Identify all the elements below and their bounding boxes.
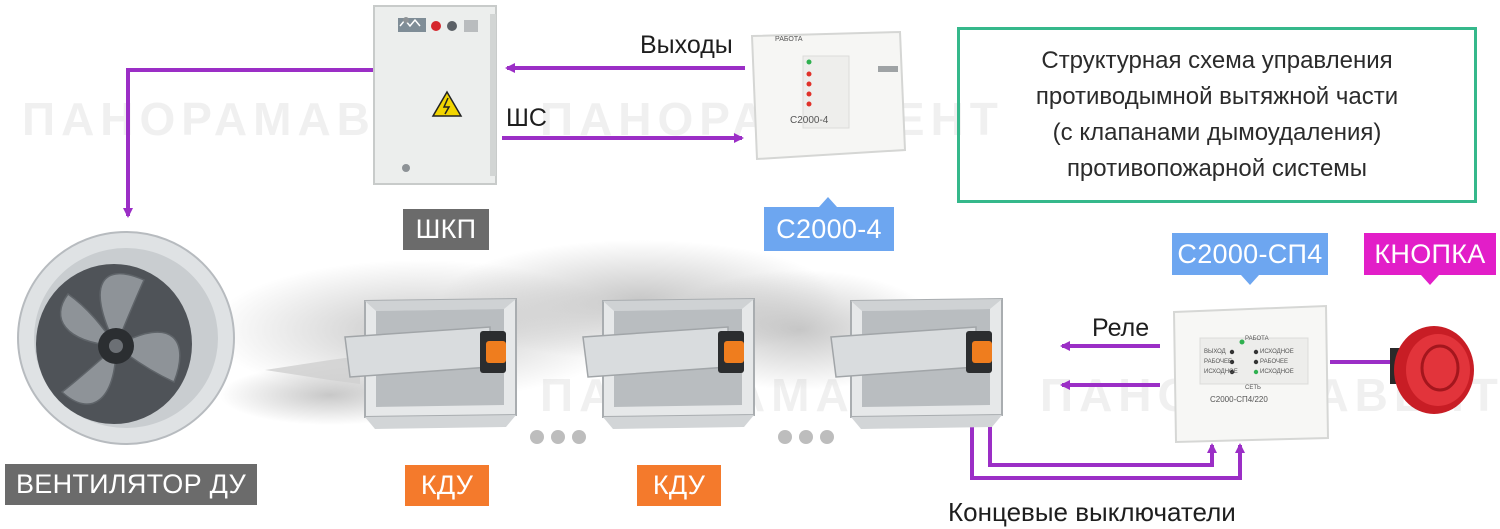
- sp4-model-label: С2000-СП4/220: [1210, 395, 1268, 404]
- s2000-4-model-label: С2000-4: [790, 115, 829, 126]
- s2000-sp4-tag: С2000-СП4: [1172, 233, 1328, 275]
- shkp-tag: ШКП: [403, 209, 489, 250]
- limit-switches-label: Концевые выключатели: [948, 497, 1236, 527]
- s2000-sp4-device: [1172, 304, 1330, 444]
- shs-label: ШС: [506, 104, 547, 132]
- relay-label: Реле: [1092, 314, 1150, 342]
- s2000-sp4-pointer: [1241, 275, 1259, 285]
- sp4-top-label: РАБОТА: [1245, 336, 1269, 342]
- smoke-exhaust-fan: [17, 231, 235, 445]
- diagram-title-line: (с клапанами дымоудаления): [1052, 119, 1382, 146]
- fan-tag: ВЕНТИЛЯТОР ДУ: [5, 464, 257, 505]
- s2000-4-device: [750, 30, 907, 161]
- airflow-arrow: [265, 356, 360, 384]
- shkp-cabinet: [373, 5, 497, 185]
- smoke-damper-1: [344, 297, 517, 429]
- diagram-title-line: Структурная схема управления: [1041, 47, 1393, 74]
- sp4-left-label: РАБОЧЕЕ: [1204, 359, 1233, 365]
- emergency-button-icon: [1390, 326, 1474, 414]
- s2000-4-tag: С2000-4: [764, 207, 894, 251]
- sp4-left-label: ВЫХОД: [1204, 349, 1226, 355]
- sp4-left-label: ИСХОДНОЕ: [1204, 369, 1238, 375]
- limit-switch-line: [988, 400, 1217, 467]
- limit-switch-line: [970, 385, 1245, 480]
- smoke-damper-3: [830, 297, 1003, 429]
- s2000-4-led-label: РАБОТА: [775, 36, 803, 43]
- diagram-title-frame: Структурная схема управления противодымн…: [957, 27, 1477, 203]
- kdu-tag-1: КДУ: [405, 465, 489, 506]
- sp4-right-label: РАБОЧЕЕ: [1260, 359, 1289, 365]
- sp4-right-label: ИСХОДНОЕ: [1260, 369, 1294, 375]
- s2000-4-pointer: [819, 197, 837, 207]
- outputs-label: Выходы: [640, 31, 733, 59]
- button-tag: КНОПКА: [1364, 233, 1496, 275]
- more-dampers-dots: [530, 430, 586, 444]
- more-dampers-dots: [778, 430, 834, 444]
- smoke-damper-2: [582, 297, 755, 429]
- control-line-fan: [123, 68, 375, 218]
- diagram-title-line: противодымной вытяжной части: [1035, 83, 1399, 110]
- button-pointer: [1421, 275, 1439, 285]
- sp4-right-label: ИСХОДНОЕ: [1260, 349, 1294, 355]
- diagram-title-line: противопожарной системы: [1066, 155, 1368, 182]
- kdu-tag-2: КДУ: [637, 465, 721, 506]
- sp4-bottom-label: СЕТЬ: [1245, 385, 1261, 391]
